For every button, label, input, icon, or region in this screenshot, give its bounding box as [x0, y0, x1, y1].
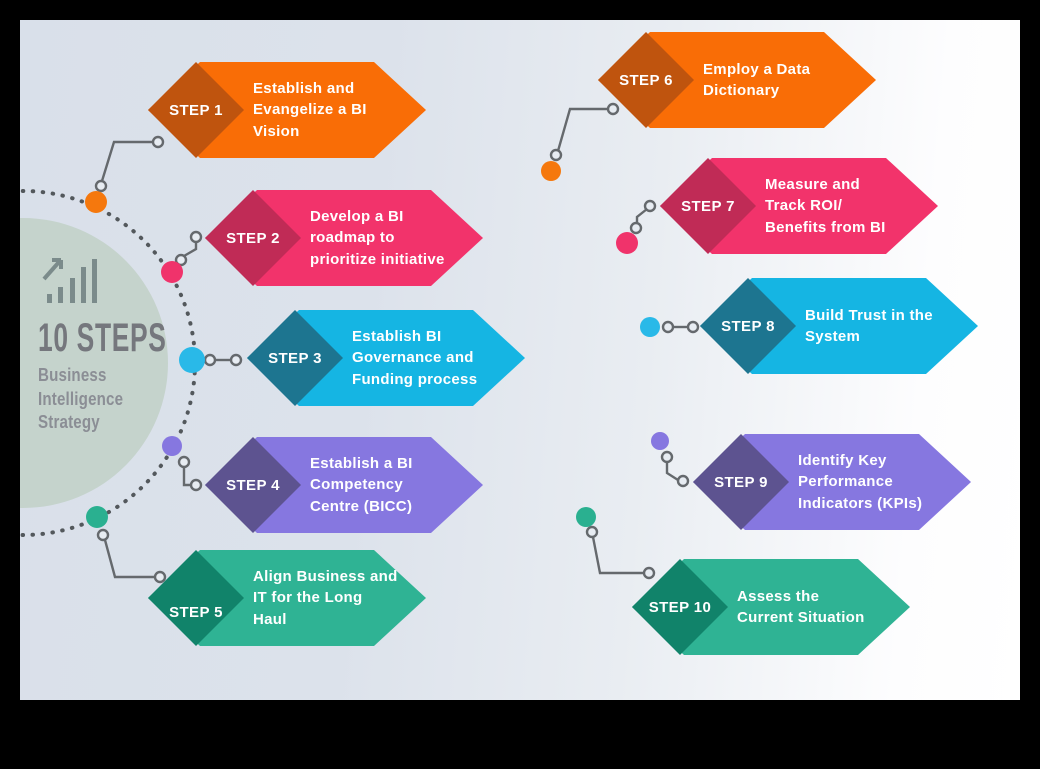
step-7-label: STEP 7 [681, 197, 735, 215]
step-diamond [598, 32, 694, 128]
infographic-subtitle: Business Intelligence Strategy [38, 365, 124, 432]
connector-node [229, 353, 243, 367]
connector-node [189, 230, 203, 244]
connector-step-9 [665, 461, 679, 482]
connector-step-2 [183, 241, 198, 258]
step-diamond [693, 434, 789, 530]
step-diamond [247, 310, 343, 406]
infographic-canvas: 10 STEPS Business Intelligence Strategy … [20, 20, 1020, 700]
step-8-label: STEP 8 [721, 317, 775, 335]
connector-step-5 [103, 539, 154, 579]
step-diamond [148, 550, 244, 646]
connector-node [189, 478, 203, 492]
step-5-description: Align Business and IT for the Long Haul [253, 567, 398, 628]
step-6: STEP 6 Employ a Data Dictionary [598, 32, 876, 128]
step-1-description: Establish and Evangelize a BI Vision [253, 79, 367, 140]
connector-node [661, 320, 675, 334]
step-9-label: STEP 9 [714, 473, 768, 491]
connector-node [676, 474, 690, 488]
step-3-description: Establish BI Governance and Funding proc… [352, 327, 478, 388]
step-5-label: STEP 5 [169, 603, 223, 621]
step-2: STEP 2 Develop a BI roadmap to prioritiz… [205, 190, 483, 286]
step-9-description: Identify Key Performance Indicators (KPI… [798, 451, 923, 512]
step-4: STEP 4 Establish a BI Competency Centre … [205, 437, 483, 533]
step-diamond [205, 437, 301, 533]
connector-node [585, 525, 599, 539]
connector-node [203, 353, 217, 367]
step-8: STEP 8 Build Trust in the System [700, 278, 978, 374]
step-6-label: STEP 6 [619, 71, 673, 89]
ring-dot-step-4 [162, 436, 182, 456]
step-8-description: Build Trust in the System [805, 306, 933, 346]
step-5: STEP 5 Align Business and IT for the Lon… [148, 550, 426, 646]
step-4-description: Establish a BI Competency Centre (BICC) [310, 454, 413, 515]
dot-step-7 [616, 232, 638, 254]
step-3: STEP 3 Establish BI Governance and Fundi… [247, 310, 525, 406]
step-7-description: Measure and Track ROI/ Benefits from BI [765, 175, 886, 236]
step-6-description: Employ a Data Dictionary [703, 60, 811, 100]
connector-node [686, 320, 700, 334]
step-3-label: STEP 3 [268, 349, 322, 367]
step-10: STEP 10 Assess the Current Situation [632, 559, 910, 655]
bar-chart-growth-icon [42, 258, 97, 303]
connector-node [177, 455, 191, 469]
step-diamond [660, 158, 756, 254]
connector-node [643, 199, 657, 213]
step-2-description: Develop a BI roadmap to prioritize initi… [310, 207, 445, 268]
connector-node [629, 221, 643, 235]
step-2-label: STEP 2 [226, 229, 280, 247]
ring-dot-step-2 [161, 261, 183, 283]
connector-step-10 [591, 536, 644, 575]
ring-dot-step-1 [85, 191, 107, 213]
step-diamond [632, 559, 728, 655]
dot-step-10 [576, 507, 596, 527]
step-10-label: STEP 10 [648, 598, 712, 616]
connector-node [96, 528, 110, 542]
dot-step-6 [541, 161, 561, 181]
step-9: STEP 9 Identify Key Performance Indicato… [693, 434, 971, 530]
connector-node [642, 566, 656, 580]
ring-dot-step-3 [179, 347, 205, 373]
step-4-label: STEP 4 [226, 476, 280, 494]
step-7: STEP 7 Measure and Track ROI/ Benefits f… [660, 158, 938, 254]
connector-node [174, 253, 188, 267]
connector-step-6 [556, 107, 608, 152]
ring-dot-step-5 [86, 506, 108, 528]
dot-step-9 [651, 432, 669, 450]
connector-node [151, 135, 165, 149]
connector-node [94, 179, 108, 193]
connector-node [153, 570, 167, 584]
connector-step-1 [100, 140, 153, 182]
step-1-label: STEP 1 [169, 101, 223, 119]
step-1: STEP 1 Establish and Evangelize a BI Vis… [148, 62, 426, 158]
connector-step-7 [635, 208, 648, 223]
infographic-title: 10 STEPS [38, 316, 167, 360]
step-diamond [700, 278, 796, 374]
step-diamond [148, 62, 244, 158]
dot-step-8 [640, 317, 660, 337]
connector-node [549, 148, 563, 162]
step-10-description: Assess the Current Situation [737, 587, 865, 627]
medallion-circle [20, 218, 168, 508]
connector-step-4 [182, 467, 190, 487]
connector-node [606, 102, 620, 116]
step-diamond [205, 190, 301, 286]
connector-node [660, 450, 674, 464]
connector-lines [85, 102, 700, 584]
